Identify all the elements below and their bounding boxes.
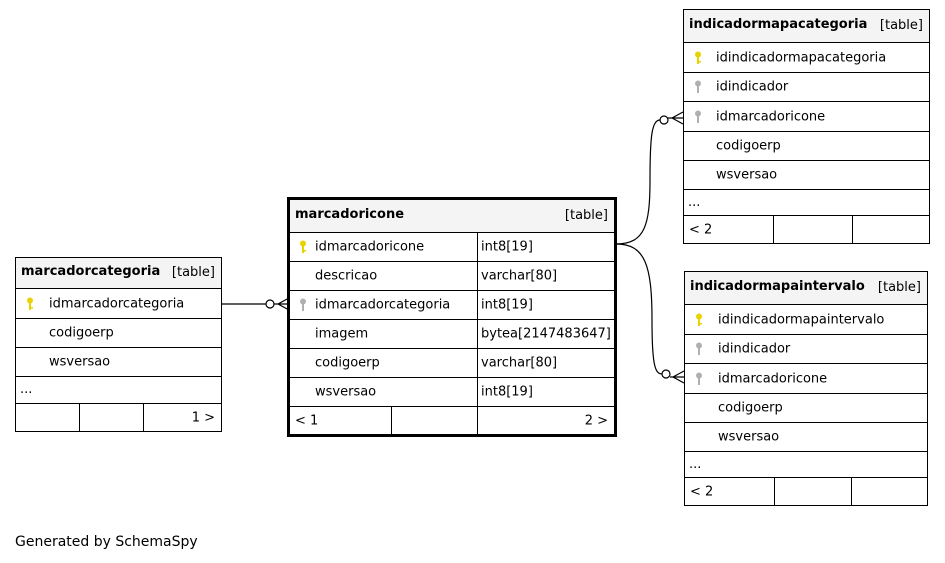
table-name: marcadorcategoria — [21, 264, 161, 279]
column-name: idindicadormapaintervalo — [718, 312, 885, 327]
column-row[interactable]: idmarcadoricone — [685, 364, 927, 394]
table-footer: 1 > — [16, 404, 221, 431]
foreign-key-icon — [300, 298, 306, 311]
primary-key-icon — [300, 240, 306, 253]
column-type: int8[19] — [481, 384, 533, 400]
column-row[interactable]: wsversao int8[19] — [290, 378, 614, 407]
parents-count: < 1 — [295, 413, 319, 428]
foreign-key-icon — [695, 110, 701, 123]
column-name: descricao — [315, 268, 378, 284]
column-type: bytea[2147483647] — [481, 326, 611, 342]
column-row[interactable]: codigoerp — [685, 394, 927, 423]
table-marcadoricone[interactable]: marcadoricone [table] idmarcadoricone in… — [287, 197, 617, 437]
column-type: varchar[80] — [481, 355, 558, 371]
relation-categoria-icone-optional — [265, 299, 275, 309]
foreign-key-icon — [695, 80, 701, 93]
column-row[interactable]: idmarcadoricone — [684, 102, 929, 132]
column-name: idmarcadorcategoria — [315, 297, 451, 313]
column-name: wsversao — [718, 429, 780, 445]
column-name: idindicador — [718, 341, 791, 357]
column-row[interactable]: imagem bytea[2147483647] — [290, 320, 614, 349]
table-header: marcadoricone [table] — [290, 200, 614, 233]
relation-icone-mapacategoria — [615, 119, 661, 245]
more-columns-ellipsis: ... — [20, 381, 33, 397]
generated-by-caption: Generated by SchemaSpy — [15, 534, 198, 550]
column-name: idmarcadoricone — [716, 109, 826, 124]
relation-icone-mapaintervalo-optional — [661, 369, 671, 379]
column-name: wsversao — [49, 354, 111, 370]
table-name: indicadormapacategoria — [689, 17, 868, 32]
column-name: idmarcadoricone — [718, 371, 828, 386]
column-row[interactable]: idmarcadoricone int8[19] — [290, 233, 614, 262]
column-row[interactable]: wsversao — [685, 423, 927, 452]
children-count: 2 > — [584, 413, 608, 428]
table-indicadormapacategoria[interactable]: indicadormapacategoria [table] idindicad… — [683, 9, 930, 244]
table-header: indicadormapaintervalo [table] — [685, 272, 927, 305]
table-footer: < 2 — [684, 216, 929, 243]
column-type: int8[19] — [481, 297, 533, 313]
table-footer: < 1 2 > — [290, 407, 614, 434]
column-name: idindicadormapacategoria — [716, 50, 887, 65]
table-tag: [table] — [877, 280, 921, 295]
column-row[interactable]: wsversao — [16, 348, 221, 377]
column-name: imagem — [315, 326, 369, 342]
ellipsis-row: ... — [684, 190, 929, 216]
foreign-key-icon — [696, 372, 702, 385]
column-name: codigoerp — [718, 400, 783, 416]
column-row[interactable]: idindicadormapacategoria — [684, 43, 929, 73]
column-type: varchar[80] — [481, 268, 558, 284]
table-marcadorcategoria[interactable]: marcadorcategoria [table] idmarcadorcate… — [15, 257, 222, 432]
table-header: marcadorcategoria [table] — [16, 258, 221, 289]
ellipsis-row: ... — [685, 452, 927, 478]
relation-icone-mapaintervalo — [615, 243, 663, 375]
table-name: marcadoricone — [295, 207, 405, 222]
column-type: int8[19] — [481, 239, 533, 255]
table-name: indicadormapaintervalo — [690, 279, 865, 294]
children-count: 1 > — [191, 410, 215, 425]
column-name: idindicador — [716, 79, 789, 95]
relation-categoria-icone-crowfoot — [274, 297, 290, 311]
column-name: codigoerp — [716, 138, 781, 154]
primary-key-icon — [696, 313, 702, 326]
relation-icone-mapacategoria-optional — [659, 115, 669, 125]
table-indicadormapaintervalo[interactable]: indicadormapaintervalo [table] idindicad… — [684, 271, 928, 506]
table-tag: [table] — [879, 18, 923, 33]
primary-key-icon — [695, 51, 701, 64]
column-name: idmarcadoricone — [315, 239, 425, 255]
column-row[interactable]: codigoerp — [684, 132, 929, 161]
column-row[interactable]: idmarcadorcategoria int8[19] — [290, 291, 614, 320]
column-row[interactable]: wsversao — [684, 161, 929, 190]
column-name: codigoerp — [49, 325, 114, 341]
column-row[interactable]: codigoerp — [16, 319, 221, 348]
foreign-key-icon — [696, 342, 702, 355]
column-name: wsversao — [315, 384, 377, 400]
relation-icone-mapaintervalo-crowfoot — [670, 370, 685, 384]
relation-icone-mapacategoria-crowfoot — [668, 111, 684, 125]
column-name: codigoerp — [315, 355, 380, 371]
column-row[interactable]: idindicador — [685, 335, 927, 364]
more-columns-ellipsis: ... — [688, 194, 701, 210]
column-row[interactable]: idmarcadorcategoria — [16, 289, 221, 319]
column-row[interactable]: codigoerp varchar[80] — [290, 349, 614, 378]
column-row[interactable]: idindicadormapaintervalo — [685, 305, 927, 335]
table-footer: < 2 — [685, 478, 927, 505]
parents-count: < 2 — [690, 484, 714, 499]
table-tag: [table] — [171, 265, 215, 280]
table-tag: [table] — [564, 208, 608, 223]
column-name: wsversao — [716, 167, 778, 183]
column-name: idmarcadorcategoria — [49, 296, 185, 311]
table-header: indicadormapacategoria [table] — [684, 10, 929, 43]
column-row[interactable]: idindicador — [684, 73, 929, 102]
parents-count: < 2 — [689, 222, 713, 237]
column-row[interactable]: descricao varchar[80] — [290, 262, 614, 291]
primary-key-icon — [27, 297, 33, 310]
more-columns-ellipsis: ... — [689, 456, 702, 472]
ellipsis-row: ... — [16, 377, 221, 404]
